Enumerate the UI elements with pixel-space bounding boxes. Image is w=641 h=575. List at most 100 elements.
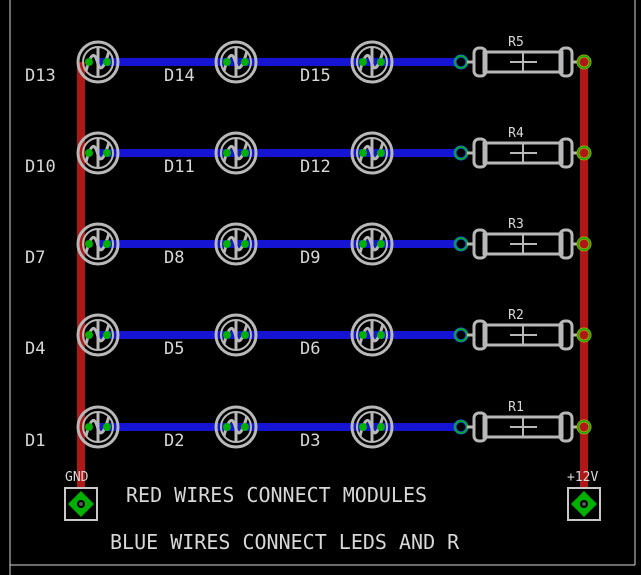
led-label: D7 (25, 248, 45, 268)
led-outline (76, 40, 120, 84)
led-inner-outline (220, 46, 252, 78)
resistor-end-cap (558, 137, 574, 169)
resistor-end-cap (472, 228, 488, 260)
resistor-body (482, 323, 564, 347)
led-pad (223, 149, 231, 157)
note-blue-wires: BLUE WIRES CONNECT LEDS AND R (110, 530, 460, 554)
led[interactable] (214, 222, 258, 266)
led-outline (76, 405, 120, 449)
vcc-pad-ring (577, 420, 591, 434)
led[interactable] (76, 222, 120, 266)
vcc-pad-ring (577, 146, 591, 160)
led[interactable] (76, 131, 120, 175)
led-label: D12 (300, 157, 331, 177)
led[interactable] (350, 131, 394, 175)
led-inner-outline (356, 319, 388, 351)
led[interactable] (350, 405, 394, 449)
vcc-pad-ring (577, 55, 591, 69)
resistor[interactable] (467, 46, 578, 78)
led-pad (85, 331, 93, 339)
resistor[interactable] (467, 228, 578, 260)
led-inner-outline (82, 411, 114, 443)
led-inner-outline (82, 319, 114, 351)
resistor[interactable] (467, 319, 578, 351)
led-outline (214, 131, 258, 175)
resistor-end-cap (558, 411, 574, 443)
led-label: D3 (300, 431, 320, 451)
led-pad (359, 240, 367, 248)
led-outline (214, 405, 258, 449)
led[interactable] (214, 40, 258, 84)
led-label: D2 (164, 431, 184, 451)
led-label: D5 (164, 339, 184, 359)
led[interactable] (76, 40, 120, 84)
led-outline (76, 222, 120, 266)
blue-trace (98, 240, 461, 248)
led-outline (76, 313, 120, 357)
led-outline (214, 313, 258, 357)
resistor-end-cap (472, 137, 488, 169)
vcc-pad-ring (577, 237, 591, 251)
led-pad (359, 423, 367, 431)
led-pad (103, 423, 111, 431)
resistor-body (482, 415, 564, 439)
led-pad (85, 58, 93, 66)
led[interactable] (76, 313, 120, 357)
led-inner-outline (82, 137, 114, 169)
resistor[interactable] (467, 411, 578, 443)
resistor[interactable] (467, 137, 578, 169)
resistor-end-cap (472, 46, 488, 78)
led[interactable] (350, 313, 394, 357)
led-inner-outline (220, 319, 252, 351)
blue-trace (98, 149, 461, 157)
resistor-body (482, 141, 564, 165)
led-pad (103, 58, 111, 66)
led-pad (241, 331, 249, 339)
led-pad (359, 331, 367, 339)
led-pad (85, 423, 93, 431)
vcc-label: +12V (567, 470, 598, 485)
led-pad (241, 423, 249, 431)
led-pad (377, 240, 385, 248)
led-inner-outline (356, 137, 388, 169)
vcc-connector[interactable] (567, 487, 601, 521)
led-label: D14 (164, 66, 195, 86)
led-inner-outline (82, 46, 114, 78)
led-inner-outline (220, 228, 252, 260)
led-outline (350, 405, 394, 449)
led-label: D11 (164, 157, 195, 177)
led[interactable] (350, 40, 394, 84)
led-outline (350, 313, 394, 357)
led[interactable] (214, 313, 258, 357)
resistor-end-cap (472, 319, 488, 351)
led[interactable] (76, 405, 120, 449)
led-label: D9 (300, 248, 320, 268)
note-red-wires: RED WIRES CONNECT MODULES (126, 483, 427, 507)
led[interactable] (214, 405, 258, 449)
led-pad (377, 423, 385, 431)
led-pad (223, 58, 231, 66)
led[interactable] (214, 131, 258, 175)
led-label: D1 (25, 431, 45, 451)
gnd-connector[interactable] (64, 487, 98, 521)
led-pad (241, 58, 249, 66)
led-label: D4 (25, 339, 45, 359)
resistor-end-cap (472, 411, 488, 443)
led-inner-outline (356, 228, 388, 260)
led-inner-outline (356, 46, 388, 78)
gnd-label: GND (65, 470, 89, 485)
resistor-body (482, 232, 564, 256)
led[interactable] (350, 222, 394, 266)
led-pad (103, 240, 111, 248)
led-pad (377, 58, 385, 66)
red-trace-vcc (580, 62, 588, 504)
led-inner-outline (356, 411, 388, 443)
led-outline (76, 131, 120, 175)
led-inner-outline (82, 228, 114, 260)
